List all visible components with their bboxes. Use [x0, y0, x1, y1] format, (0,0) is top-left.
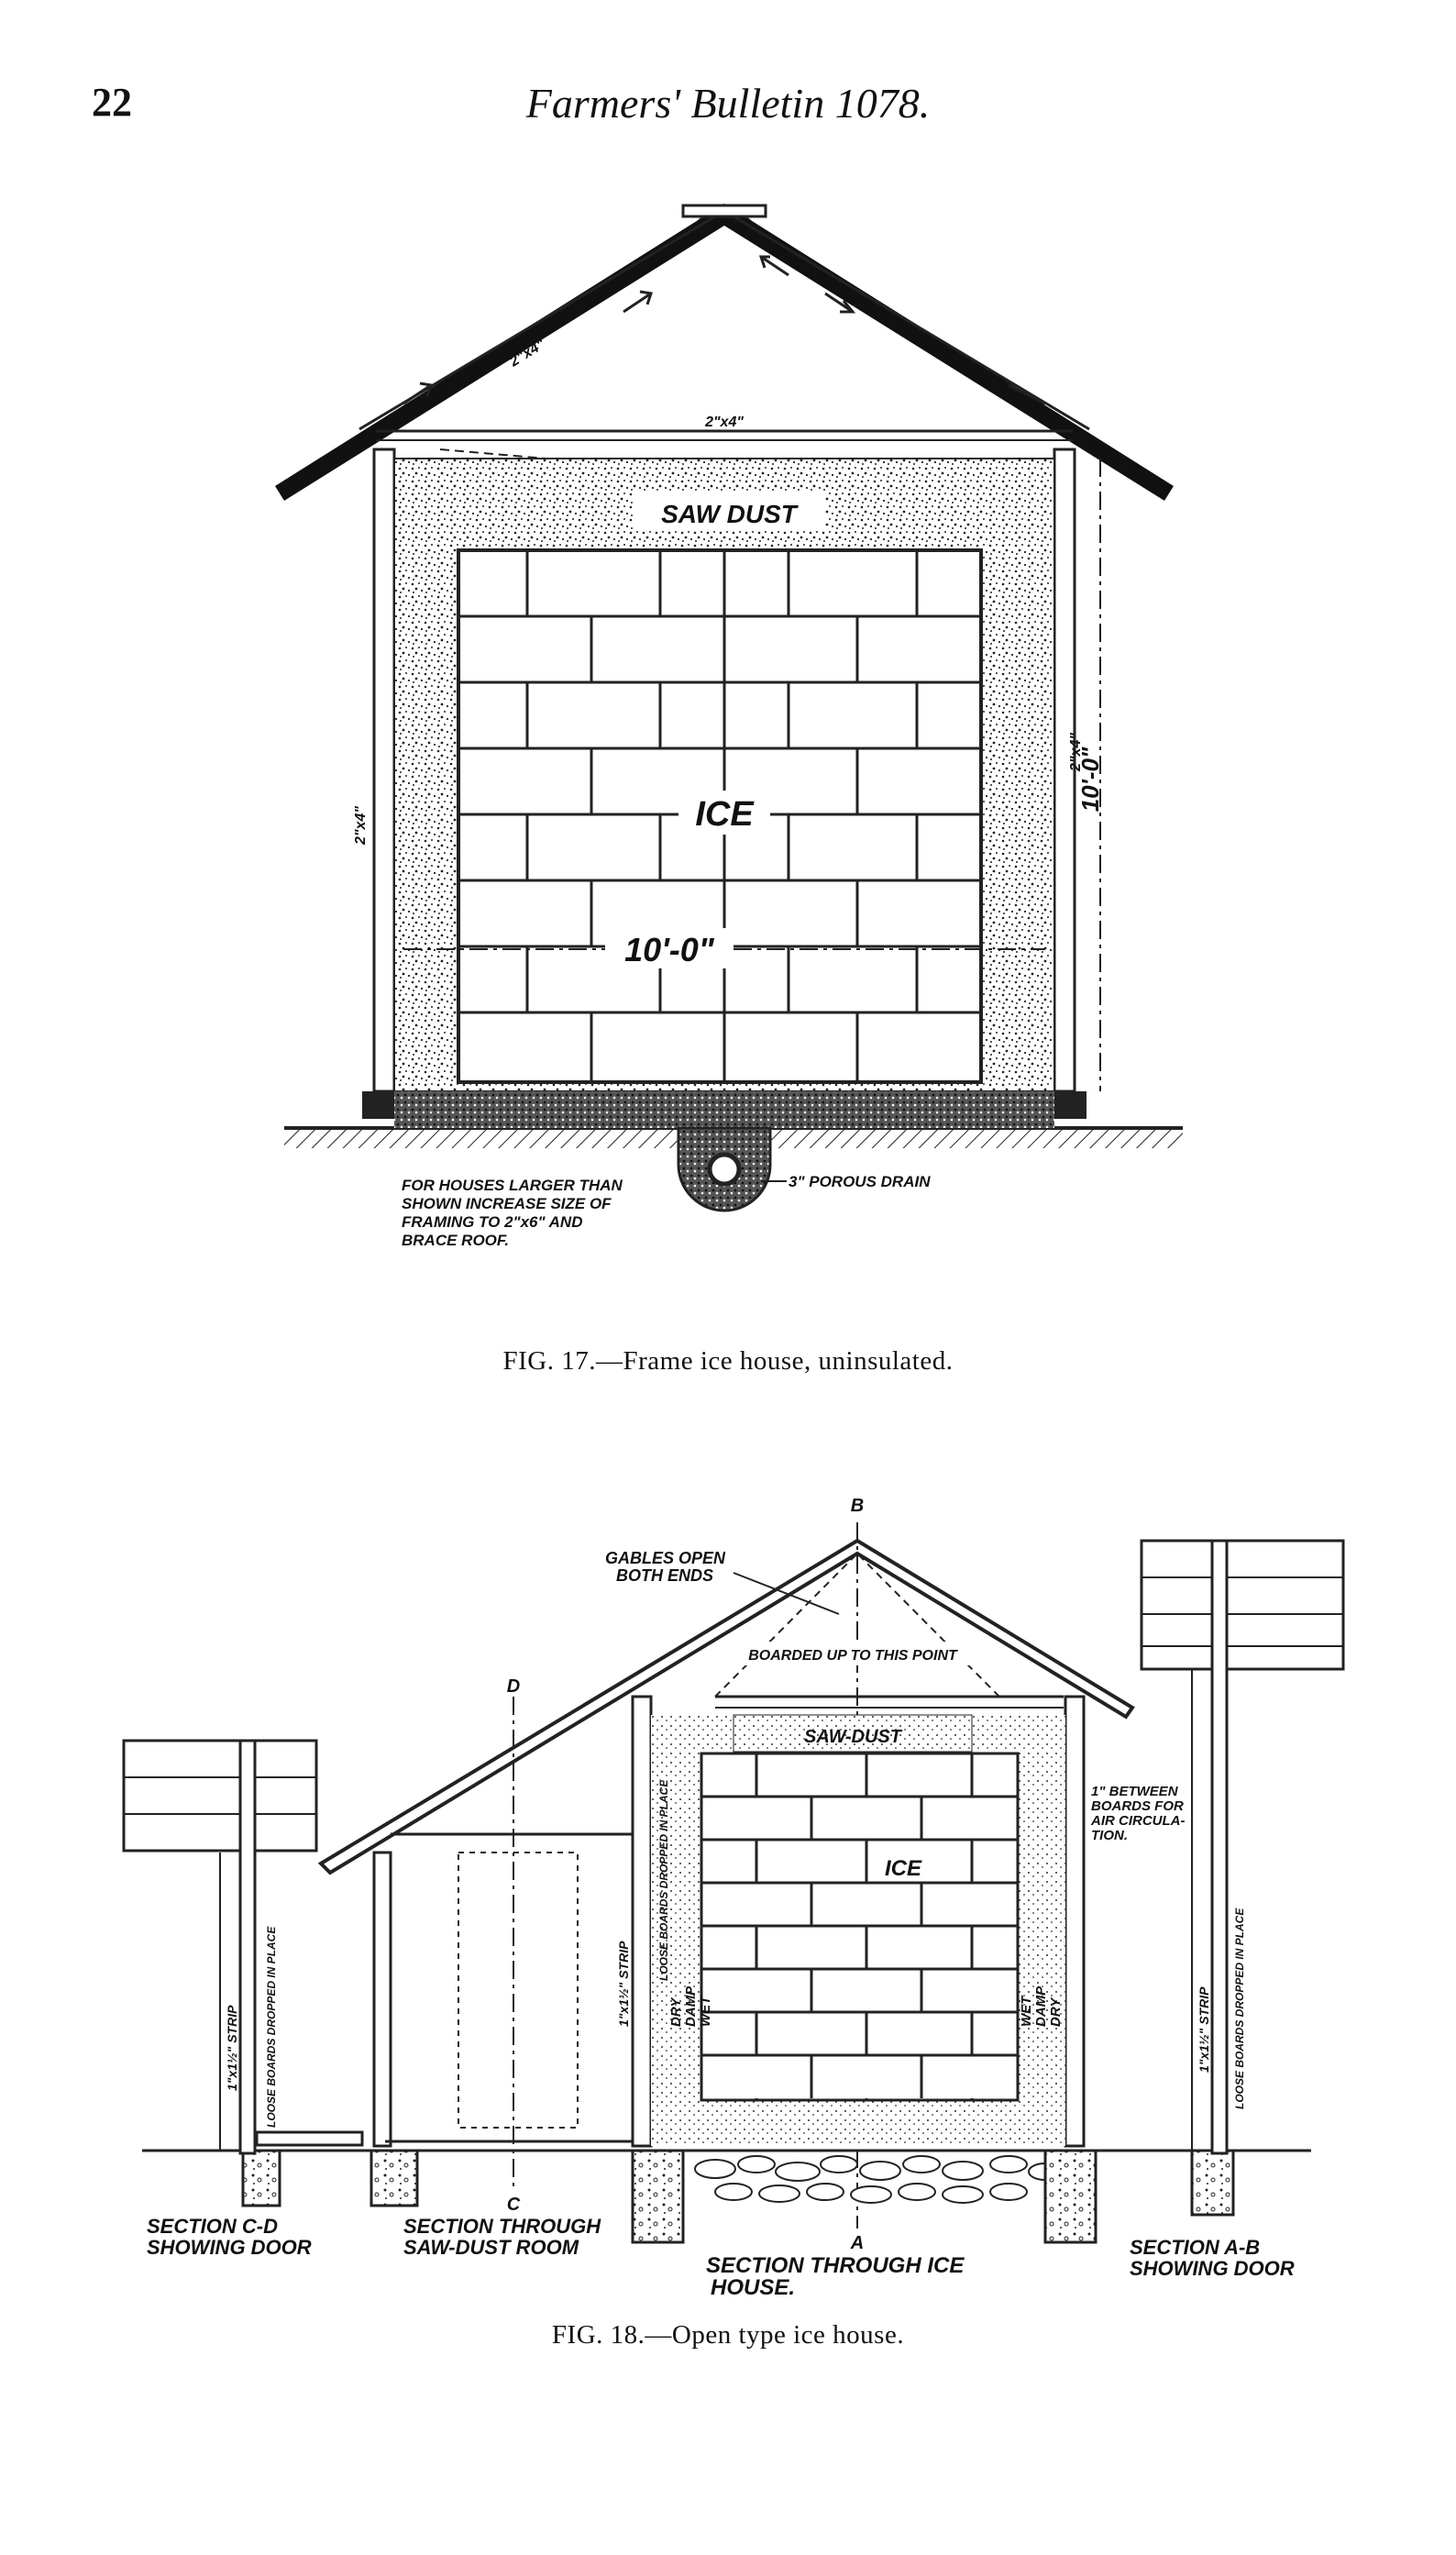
fig18-ice-label: ICE [885, 1856, 922, 1881]
svg-text:FOR HOUSES LARGER THAN: FOR HOUSES LARGER THAN [402, 1177, 623, 1194]
fig18-wet-left: WET [698, 1995, 713, 2027]
fig18-dry-left: DRY [668, 1996, 684, 2027]
fig18-dry-right: DRY [1048, 1996, 1064, 2027]
fig18-damp-right: DAMP [1033, 1985, 1049, 2027]
svg-text:FRAMING TO 2"x6" AND: FRAMING TO 2"x6" AND [402, 1213, 582, 1231]
fig18-loose-mid: LOOSE BOARDS DROPPED IN PLACE [657, 1779, 670, 1981]
page-header: 22 Farmers' Bulletin 1078. [0, 79, 1456, 152]
fig18-strip-cd: 1"x1½" STRIP [225, 2005, 239, 2091]
page-number: 22 [92, 80, 132, 125]
fig17-ice-label: ICE [695, 795, 755, 834]
fig18-gables-label-2: BOTH ENDS [616, 1566, 713, 1585]
fig17-drain-label: 3" POROUS DRAIN [789, 1173, 931, 1190]
svg-text:SHOWN INCREASE SIZE OF: SHOWN INCREASE SIZE OF [402, 1195, 612, 1212]
svg-text:BRACE ROOF.: BRACE ROOF. [402, 1232, 509, 1249]
fig18-mark-b: B [851, 1496, 864, 1516]
figure-17-drawing: SAW DUST ICE 10'-0" 10'-0" 2"x4" 2"x4" 2… [275, 204, 1183, 1249]
fig18-gravel-base [694, 2155, 1063, 2204]
fig18-wet-right: WET [1019, 1995, 1034, 2027]
fig18-strip-mid: 1"x1½" STRIP [616, 1941, 631, 2027]
section-ab-title-1: SECTION A-B [1130, 2236, 1260, 2259]
section-ab-title-2: SHOWING DOOR [1130, 2257, 1295, 2280]
fig18-damp-left: DAMP [683, 1985, 699, 2027]
section-cd-title-1: SECTION C-D [147, 2215, 278, 2238]
section-sawdust-title-1: SECTION THROUGH [403, 2215, 601, 2238]
section-ab-door [1140, 1539, 1345, 2155]
ventilation-arrows [403, 255, 1046, 405]
section-ice-title-1: SECTION THROUGH ICE [706, 2253, 965, 2278]
fig17-stud-right-label: 2"x4" [1068, 733, 1084, 772]
figure-18-drawing: GABLES OPEN BOTH ENDS BOARDED UP TO THIS… [122, 1496, 1345, 2300]
fig18-sawdust-label: SAW-DUST [804, 1727, 903, 1747]
fig18-gables-label-1: GABLES OPEN [605, 1549, 726, 1567]
fig17-sawdust-label: SAW DUST [661, 500, 800, 528]
left-stud [372, 448, 396, 1093]
svg-text:AIR CIRCULA-: AIR CIRCULA- [1090, 1813, 1186, 1829]
fig18-ice-blocks [700, 1752, 1020, 2102]
svg-text:TION.: TION. [1091, 1828, 1128, 1843]
fig18-mark-a: A [850, 2233, 864, 2253]
roof [275, 204, 1174, 501]
figure-17-caption: FIG. 17.—Frame ice house, uninsulated. [502, 1346, 954, 1376]
fig17-width-dimension: 10'-0" [624, 931, 715, 968]
fig17-framing-note: FOR HOUSES LARGER THAN SHOWN INCREASE SI… [402, 1177, 623, 1249]
fig18-loose-ab: LOOSE BOARDS DROPPED IN PLACE [1233, 1908, 1246, 2109]
fig18-loose-cd: LOOSE BOARDS DROPPED IN PLACE [265, 1926, 278, 2128]
section-cd-door [122, 1739, 318, 2155]
fig17-tie-label: 2"x4" [704, 415, 744, 430]
running-title: Farmers' Bulletin 1078. [525, 80, 931, 127]
section-cd-title-2: SHOWING DOOR [147, 2236, 312, 2259]
fig17-stud-left-label: 2"x4" [353, 806, 369, 846]
fig18-boarded-label: BOARDED UP TO THIS POINT [748, 1648, 958, 1664]
fig17-height-dimension: 10'-0" [1076, 747, 1104, 812]
section-sawdust-title-2: SAW-DUST ROOM [403, 2236, 579, 2259]
svg-text:BOARDS FOR: BOARDS FOR [1091, 1798, 1184, 1814]
fig18-air-circulation-note: 1" BETWEEN BOARDS FOR AIR CIRCULA- TION. [1090, 1784, 1186, 1843]
fig18-mark-c: C [507, 2195, 521, 2215]
base-layer [394, 1091, 1054, 1128]
fig18-strip-ab: 1"x1½" STRIP [1197, 1986, 1211, 2073]
svg-text:1" BETWEEN: 1" BETWEEN [1091, 1784, 1179, 1799]
figure-18-caption: FIG. 18.—Open type ice house. [551, 2320, 905, 2350]
section-ice-title-2: HOUSE. [711, 2275, 795, 2300]
fig18-mark-d: D [507, 1676, 520, 1697]
